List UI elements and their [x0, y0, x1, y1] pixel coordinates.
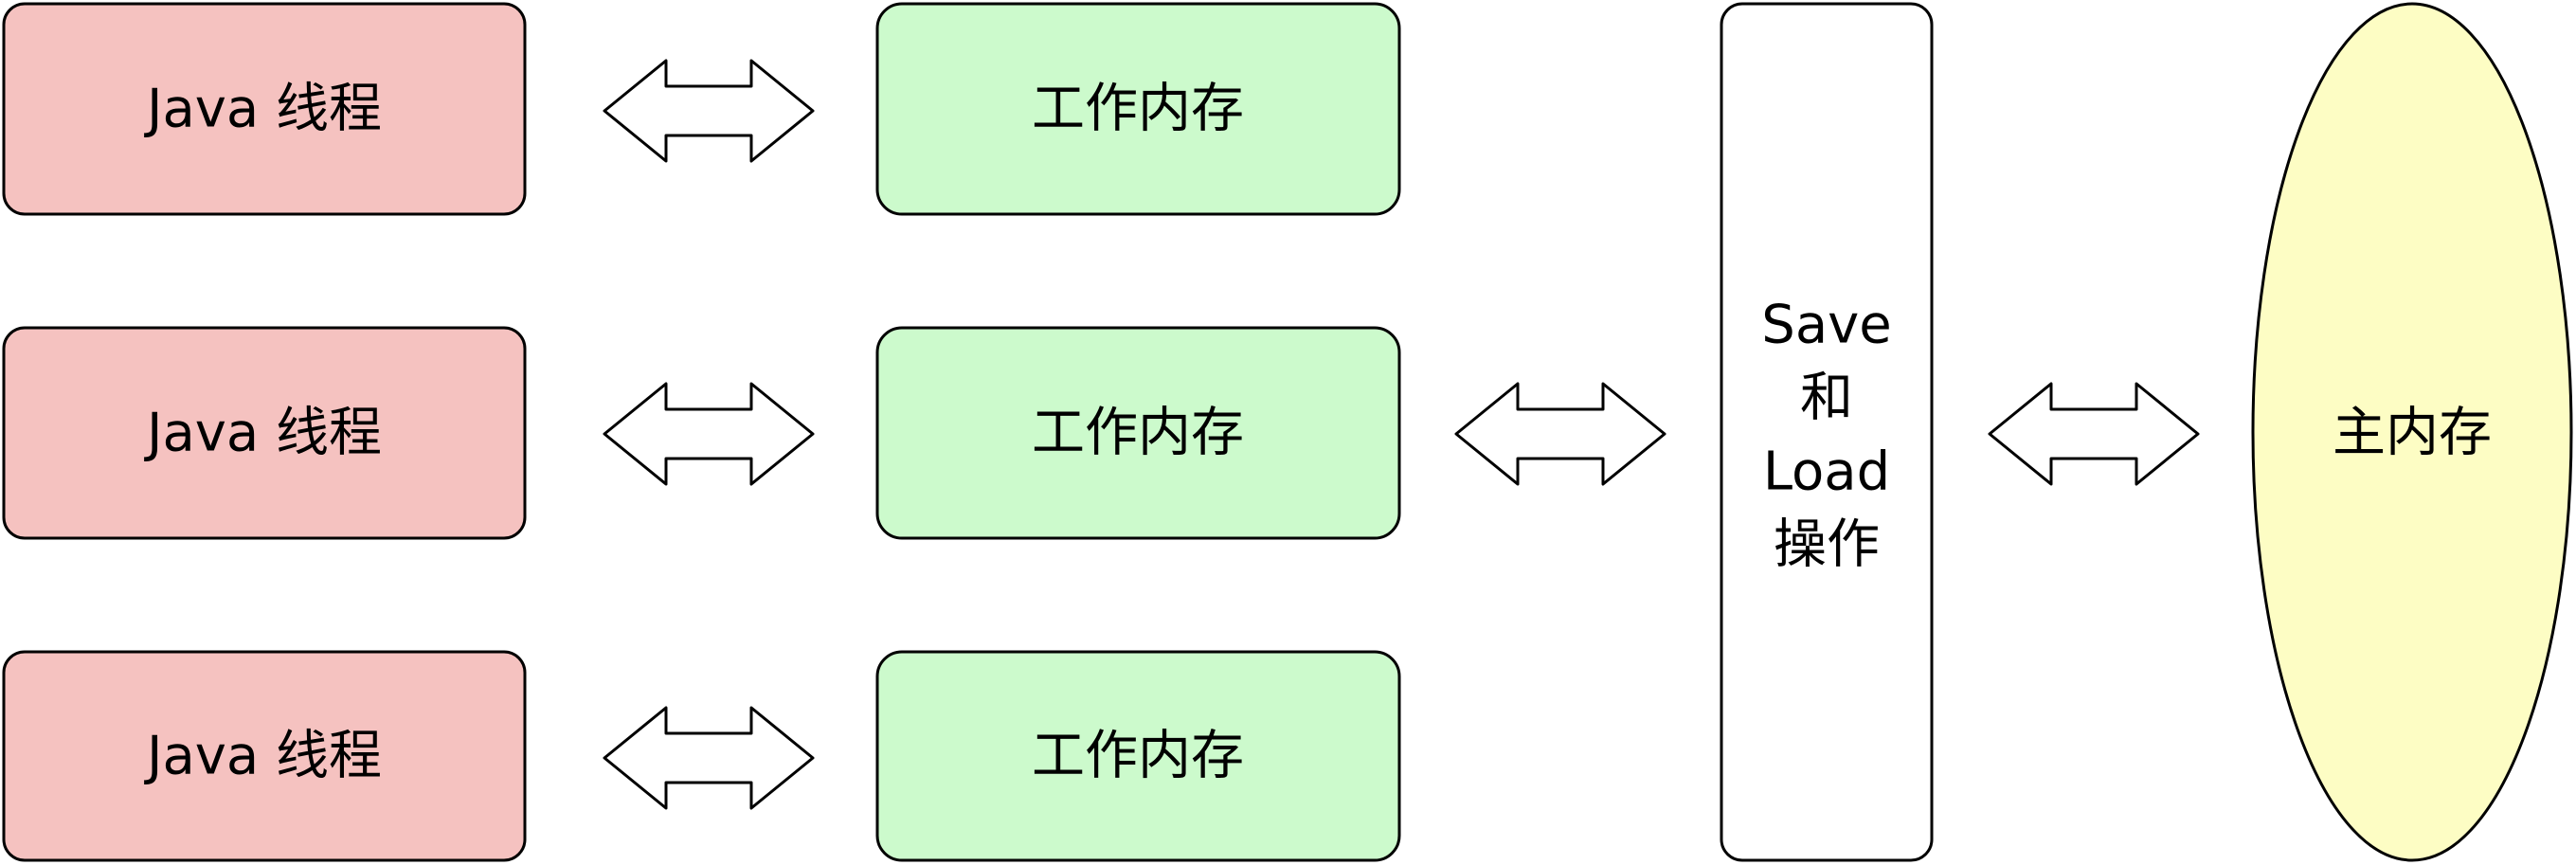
working-saveload-arrow: [1454, 382, 1666, 486]
saveload-main-arrow: [1988, 382, 2200, 486]
working-memory-box-1-shape: [875, 2, 1401, 216]
save-load-box-shape: [1720, 2, 1934, 862]
main-memory-shape: [2251, 2, 2573, 862]
save-load-line-1: Save: [1761, 295, 1891, 356]
thread-box-2-shape: [2, 326, 527, 540]
thread-box-3-shape: [2, 650, 527, 862]
thread-working-arrow-1: [603, 59, 815, 163]
working-memory-box-2-shape: [875, 326, 1401, 540]
thread-box-2: Java 线程: [2, 326, 527, 540]
working-memory-box-3-label: 工作内存: [1032, 726, 1244, 787]
working-memory-box-1: 工作内存: [875, 2, 1401, 216]
working-memory-box-3-shape: [875, 650, 1401, 862]
working-memory-box-1-label: 工作内存: [1032, 79, 1244, 140]
thread-box-3: Java 线程: [2, 650, 527, 862]
thread-working-arrow-3: [603, 706, 815, 810]
thread-working-arrow-2: [603, 382, 815, 486]
main-memory-label: 主内存: [2333, 403, 2492, 464]
thread-box-1-label: Java 线程: [144, 79, 382, 140]
working-memory-box-2-label: 工作内存: [1032, 403, 1244, 464]
save-load-box: Save 和 Load 操作: [1720, 2, 1934, 862]
working-memory-box-2: 工作内存: [875, 326, 1401, 540]
save-load-line-4: 操作: [1774, 514, 1880, 576]
thread-box-3-label: Java 线程: [144, 726, 382, 787]
thread-box-1: Java 线程: [2, 2, 527, 216]
thread-box-1-shape: [2, 2, 527, 216]
save-load-line-3: Load: [1763, 442, 1890, 503]
thread-box-2-label: Java 线程: [144, 403, 382, 464]
working-memory-box-3: 工作内存: [875, 650, 1401, 862]
save-load-line-2: 和: [1800, 368, 1853, 429]
main-memory: 主内存: [2251, 2, 2573, 862]
